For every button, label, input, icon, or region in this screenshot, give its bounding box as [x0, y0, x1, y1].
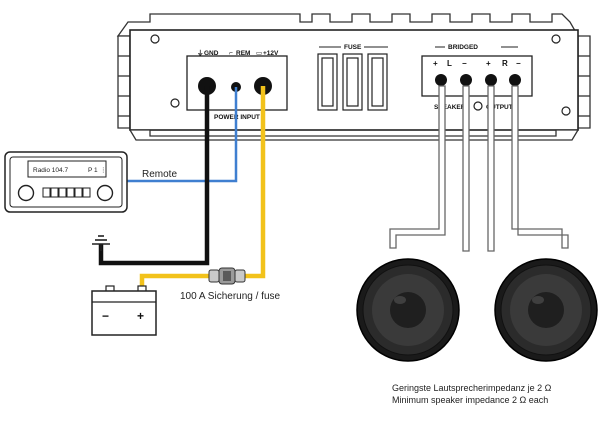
radio-tuning-knob[interactable] [96, 184, 114, 202]
radio-display [27, 160, 107, 178]
speaker-wire-1 [389, 85, 446, 249]
gnd-terminal-label: GND [204, 50, 219, 57]
amplifier: ⏚ GND ⌐ REM ▭ +12V POWER INPUT FUSE BRID… [116, 13, 591, 141]
speaker-wire-3 [487, 85, 495, 252]
inline-fuse-label: 100 A Sicherung / fuse [180, 291, 281, 302]
fuse-label: FUSE [344, 44, 362, 51]
speaker-terminal-r-minus[interactable] [509, 74, 521, 86]
fuse-slot-3 [367, 53, 388, 111]
head-unit-radio: Radio 104.7 P 1 ⋮ [4, 151, 128, 213]
fuse-slot-2 [342, 53, 363, 111]
speaker-right [494, 258, 598, 362]
speaker-wire-2 [462, 85, 470, 252]
speaker-label: SPEAKER [434, 104, 466, 111]
chassis-ground-icon [92, 235, 110, 251]
radio-preset-button-3[interactable] [58, 187, 67, 198]
rem-terminal-label: REM [236, 50, 250, 57]
battery-symbol-icon: ▭ [256, 50, 262, 57]
status-led [473, 101, 483, 111]
car-battery: − + [91, 285, 157, 336]
remote-symbol-icon: ⌐ [229, 50, 233, 57]
speaker-terminal-label-5: R [502, 59, 508, 68]
radio-preset-button-4[interactable] [66, 187, 75, 198]
plus12v-terminal-label: +12V [263, 50, 279, 57]
radio-channel-text: P 1 [88, 167, 98, 174]
power-wire [245, 86, 266, 279]
mount-screw-top-left [150, 34, 160, 44]
radio-preset-button-2[interactable] [50, 187, 59, 198]
amplifier-heatsink-left [117, 35, 131, 129]
wires [98, 85, 569, 290]
radio-preset-button-1[interactable] [42, 187, 51, 198]
battery-minus-icon: − [102, 309, 109, 323]
inline-fuse-holder [208, 267, 246, 285]
speaker-terminal-label-3: − [462, 59, 467, 68]
speaker-wire-4 [511, 85, 569, 249]
radio-display-text: Radio 104.7 [33, 167, 68, 174]
remote-wire [127, 87, 238, 183]
speaker-terminal-label-6: − [516, 59, 521, 68]
mount-screw-top-right [551, 34, 561, 44]
amplifier-heatsink-bottom [128, 129, 580, 141]
impedance-note-de: Geringste Lautsprecherimpedanz je 2 Ω [392, 383, 552, 393]
radio-preset-buttons [42, 187, 91, 198]
output-label: OUTPUT [486, 104, 513, 111]
bridged-label: BRIDGED [448, 44, 478, 51]
speaker-terminal-l-plus[interactable] [435, 74, 447, 86]
battery-plus-icon: + [137, 309, 144, 323]
radio-volume-knob[interactable] [17, 184, 35, 202]
ground-symbol-icon: ⏚ [197, 49, 204, 57]
mount-screw-bottom-left [170, 98, 180, 108]
speaker-left [356, 258, 460, 362]
amplifier-heatsink-right [577, 35, 591, 129]
speaker-terminal-r-plus[interactable] [485, 74, 497, 86]
radio-preset-button-5[interactable] [74, 187, 83, 198]
power-wire-battery [139, 273, 209, 290]
speaker-terminal-l-minus[interactable] [460, 74, 472, 86]
mount-screw-bottom-right [561, 106, 571, 116]
fuse-slot-1 [317, 53, 338, 111]
radio-preset-button-6[interactable] [82, 187, 91, 198]
speaker-terminal-label-4: + [486, 59, 491, 68]
ground-wire [98, 86, 210, 266]
speaker-terminal-label-1: + [433, 59, 438, 68]
speaker-terminal-label-2: L [447, 59, 452, 68]
impedance-note-en: Minimum speaker impedance 2 Ω each [392, 395, 548, 405]
remote-label: Remote [142, 169, 177, 180]
amplifier-fuses [317, 53, 388, 111]
radio-menu-icon: ⋮ [100, 167, 107, 174]
